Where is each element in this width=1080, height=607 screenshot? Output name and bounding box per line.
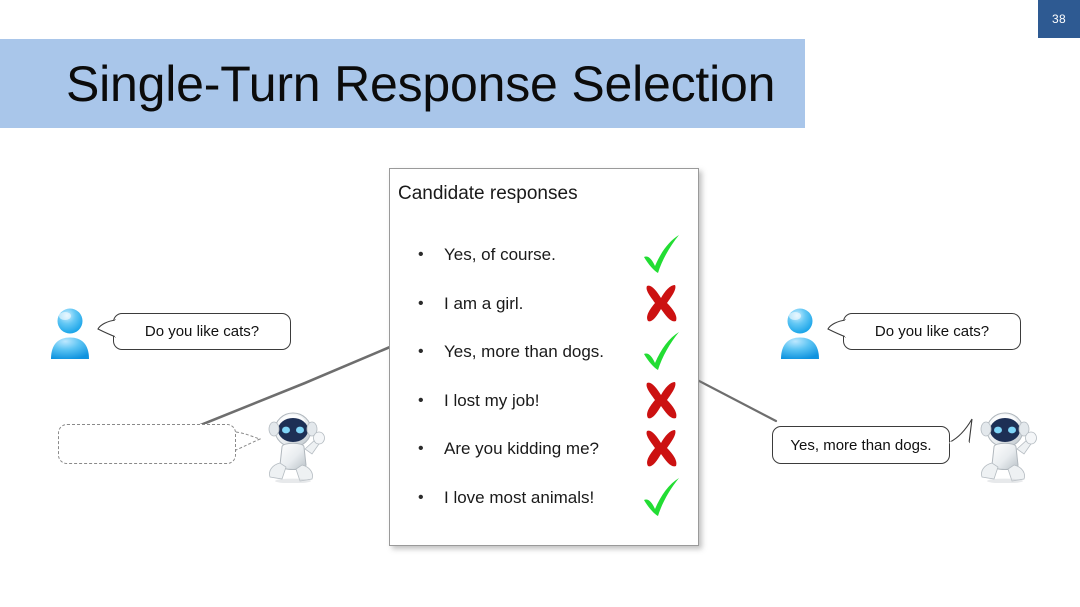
bubble-tail-right-robot: [949, 418, 973, 444]
bubble-tail-left: [97, 319, 117, 338]
candidate-item-label: I lost my job!: [444, 390, 540, 410]
bubble-tail-left-dashed: [235, 431, 261, 451]
check-mark-icon: [644, 477, 679, 516]
candidate-responses-panel: Candidate responses • Yes, of course. • …: [389, 168, 699, 546]
candidate-item[interactable]: • Yes, of course.: [390, 231, 700, 280]
user-bubble-right-text: Do you like cats?: [874, 323, 990, 340]
candidate-item-label: I am a girl.: [444, 293, 524, 313]
check-mark-icon: [644, 332, 679, 371]
candidate-item[interactable]: • Are you kidding me?: [390, 425, 700, 474]
candidate-panel-heading: Candidate responses: [398, 183, 578, 204]
user-bubble-right: Do you like cats?: [827, 313, 1021, 350]
robot-bubble-right: Yes, more than dogs.: [772, 418, 973, 464]
candidate-list: • Yes, of course. • I am a girl. • Yes, …: [390, 231, 700, 522]
bullet-glyph: •: [418, 246, 424, 264]
page-title: Single-Turn Response Selection: [66, 56, 776, 112]
robot-bubble-left-empty: [58, 424, 261, 464]
bullet-glyph: •: [418, 488, 424, 506]
robot-bubble-right-text: Yes, more than dogs.: [790, 436, 932, 454]
title-banner: [0, 39, 805, 128]
cross-mark-icon: [646, 381, 677, 419]
robot-icon-right: [980, 412, 1037, 483]
bullet-glyph: •: [418, 391, 424, 409]
bullet-glyph: •: [418, 294, 424, 312]
user-bubble-left: Do you like cats?: [97, 313, 291, 350]
bullet-glyph: •: [418, 343, 424, 361]
person-icon-left: [51, 308, 89, 359]
candidate-item[interactable]: • Yes, more than dogs.: [390, 328, 700, 377]
cross-mark-icon: [646, 284, 677, 322]
candidate-item-label: Yes, of course.: [444, 245, 556, 265]
cross-mark-icon: [646, 430, 677, 467]
candidate-item-label: I love most animals!: [444, 487, 595, 507]
user-bubble-left-text: Do you like cats?: [144, 323, 260, 340]
person-icon-right: [781, 308, 819, 359]
bullet-glyph: •: [418, 440, 424, 458]
candidate-item-label: Yes, more than dogs.: [444, 342, 605, 362]
bubble-tail-right-user: [827, 319, 847, 338]
check-mark-icon: [644, 235, 679, 274]
robot-icon-left: [268, 412, 325, 483]
slide-number-badge: 38: [1038, 0, 1080, 38]
candidate-item[interactable]: • I am a girl.: [390, 280, 700, 329]
candidate-item-label: Are you kidding me?: [444, 439, 599, 459]
candidate-item[interactable]: • I love most animals!: [390, 474, 700, 523]
candidate-item[interactable]: • I lost my job!: [390, 377, 700, 426]
